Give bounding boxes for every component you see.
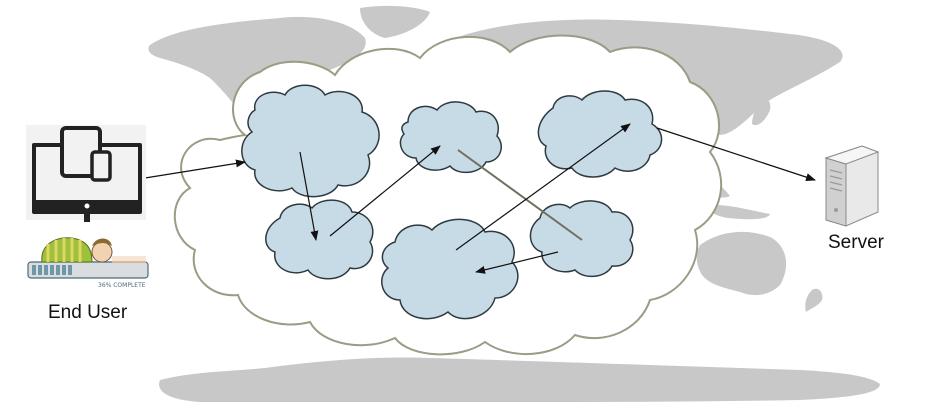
continent-greenland: [360, 5, 430, 38]
cloud-2: [265, 199, 374, 280]
sleeping-on-progress-bar-icon: 36% COMPLETE: [27, 237, 149, 289]
route-connections: [144, 123, 816, 274]
cloud-4: [537, 90, 663, 178]
connection-cloud1-cloud2: [299, 151, 319, 241]
continent-japan: [752, 100, 771, 126]
server-tower-icon: [824, 145, 880, 227]
cloud-5: [381, 218, 519, 320]
continent-indonesia: [709, 204, 770, 220]
continent-north-america: [148, 16, 366, 125]
connection-enduser-cloud1: [144, 159, 246, 179]
monitor-tablet-phone-icon: [26, 125, 146, 222]
continent-antarctica: [159, 357, 880, 402]
connection-cloud4-server: [656, 127, 816, 181]
continent-australia: [696, 231, 787, 296]
connection-cloud5-cloud4: [455, 123, 631, 251]
cloud-1: [241, 84, 380, 198]
progress-bar-caption: 36% COMPLETE: [98, 282, 146, 289]
end-user-label: End User: [48, 302, 128, 323]
connection-cloud6-cloud5: [475, 251, 559, 274]
server-label: Server: [828, 232, 884, 253]
cloud-3: [399, 101, 502, 174]
connection-cloud3-cloud6: [457, 149, 583, 241]
continent-new-zealand: [805, 288, 823, 312]
connection-cloud2-cloud3: [329, 145, 441, 237]
